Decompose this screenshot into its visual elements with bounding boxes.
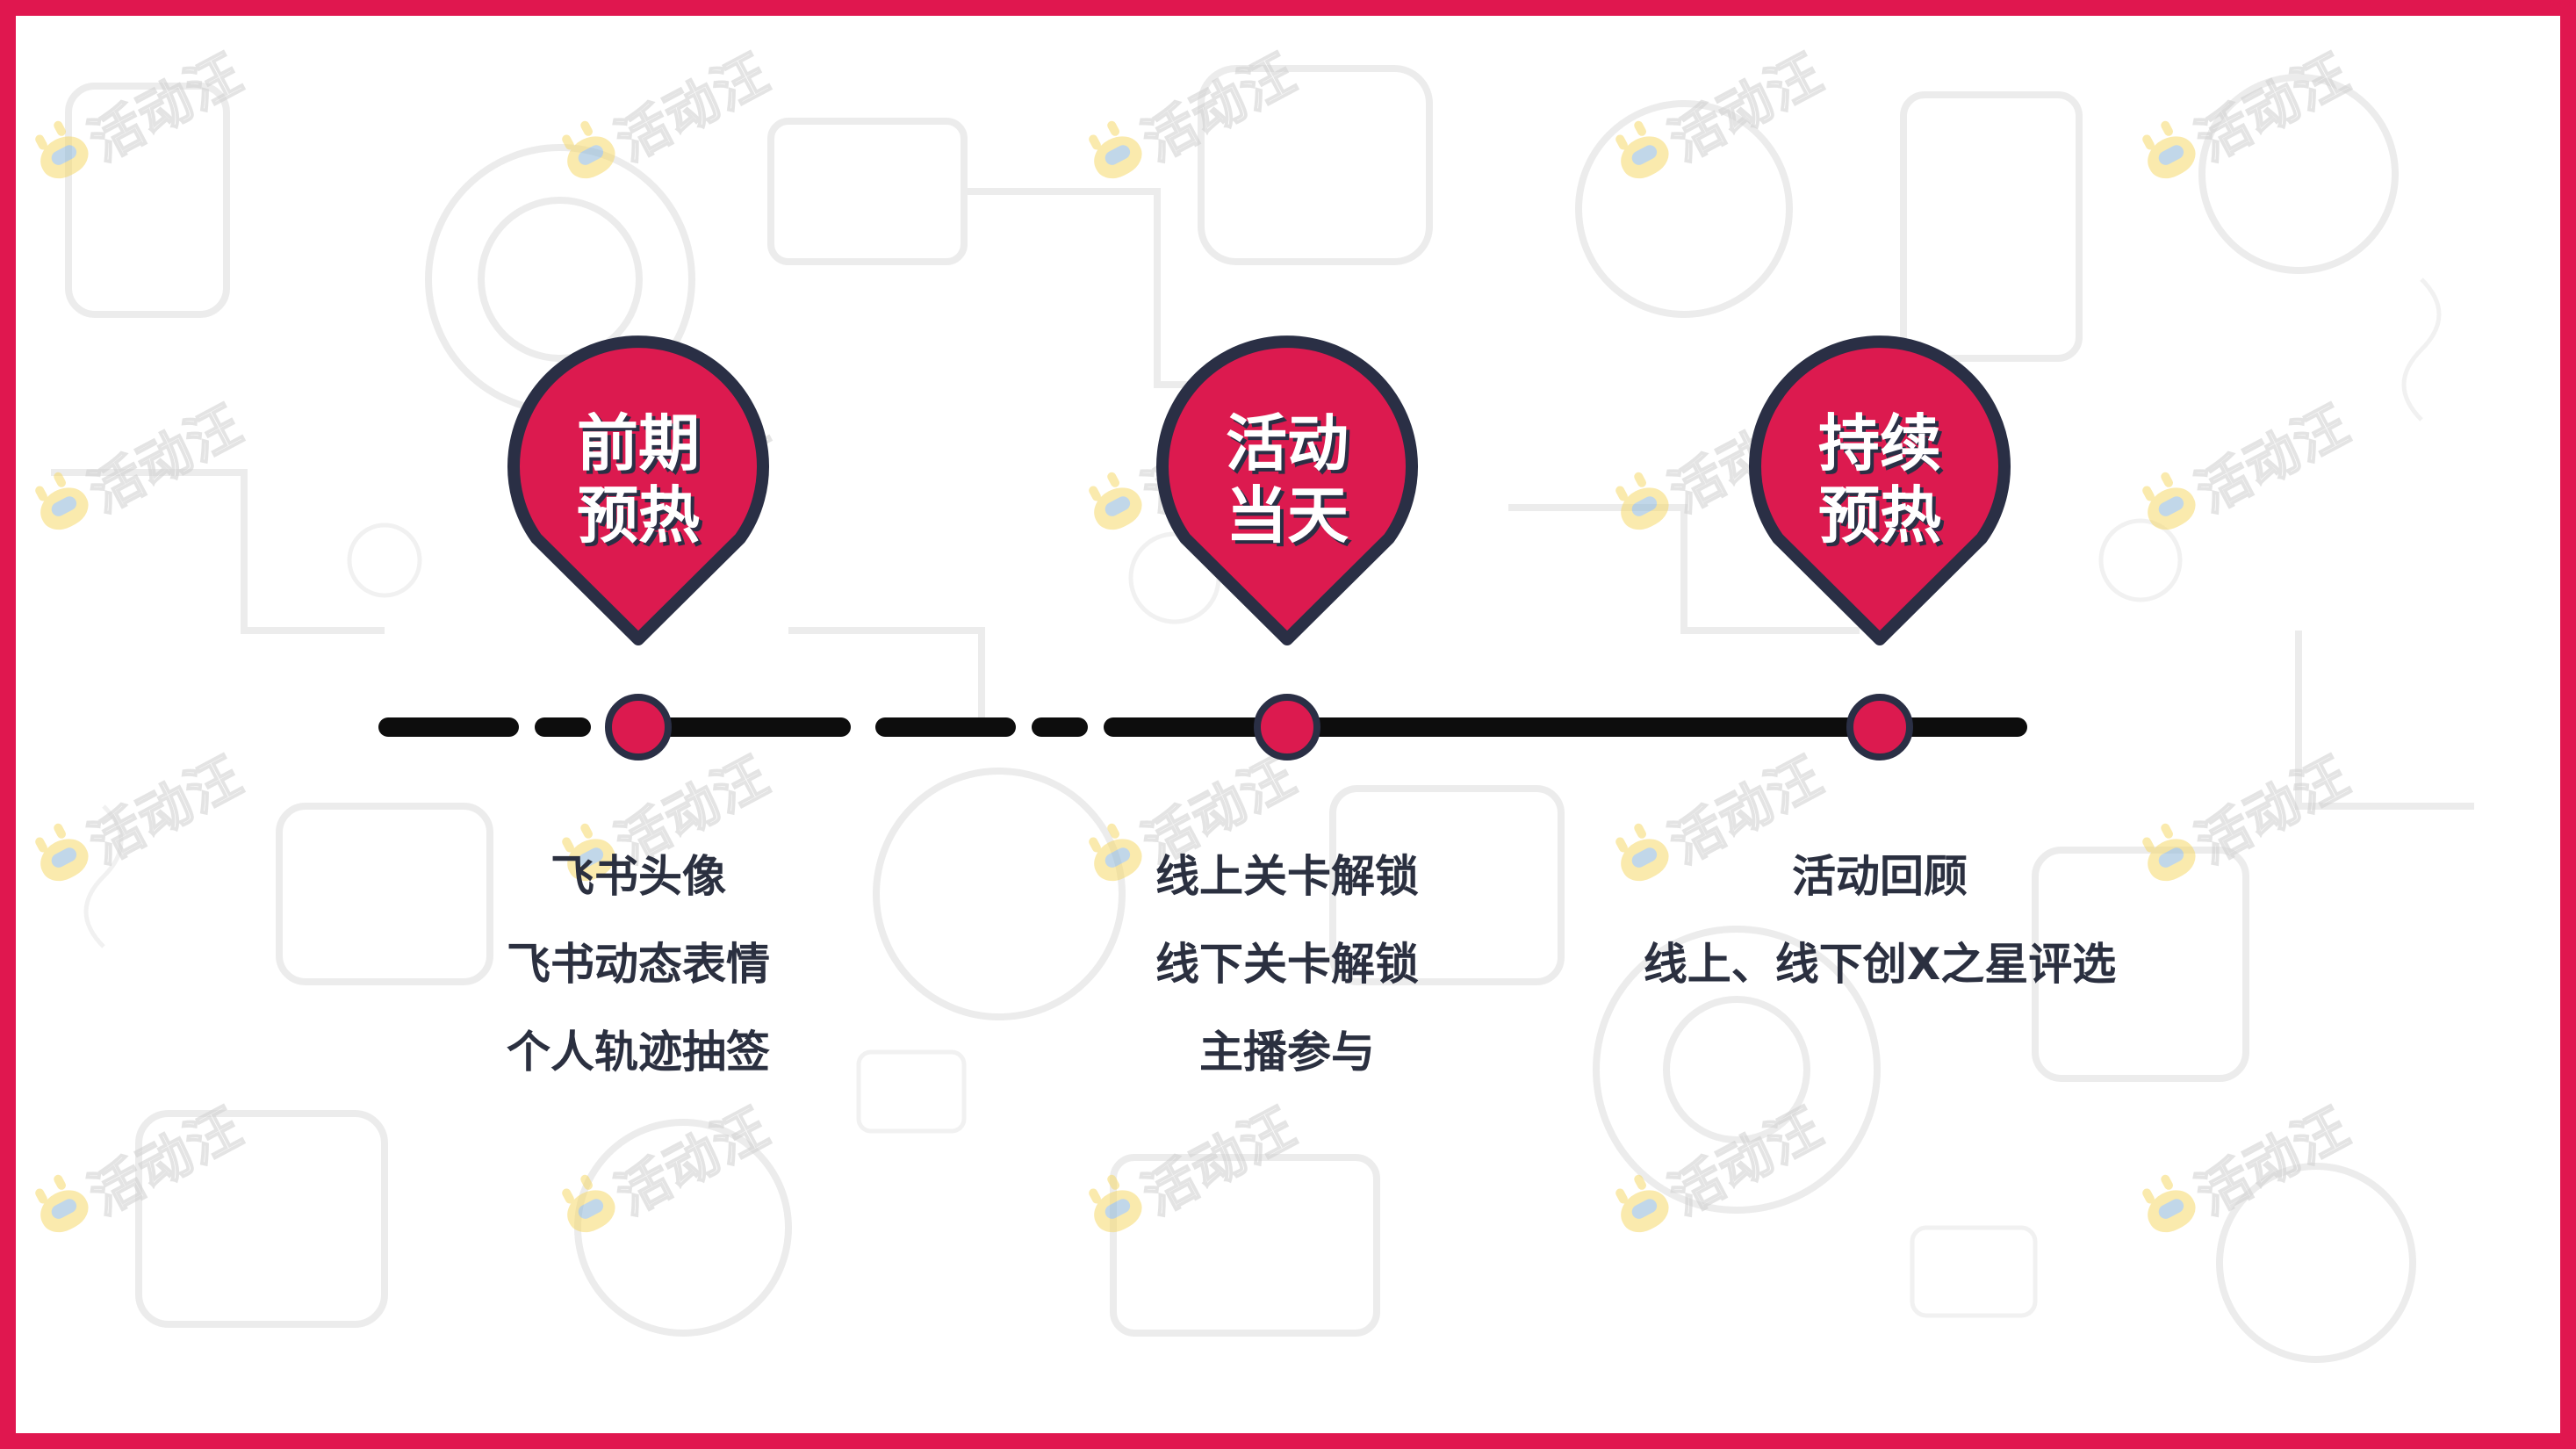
stage-items-day: 线上关卡解锁 线下关卡解锁 主播参与: [980, 833, 1594, 1096]
stage-title-line: 持续: [1818, 407, 1941, 479]
stage-item: 主播参与: [1199, 1027, 1375, 1078]
stage-pin-day: [1156, 335, 1418, 645]
stage-title-pre: 前期 预热: [533, 407, 744, 551]
stage-title-line: 预热: [577, 479, 700, 551]
timeline-node-after: [1846, 694, 1913, 761]
background-doodle-illustration: [51, 65, 2474, 1363]
stage-item: 个人轨迹抽签: [507, 1027, 770, 1078]
stage-items-pre: 飞书头像 飞书动态表情 个人轨迹抽签: [331, 833, 946, 1096]
stage-title-day: 活动 当天: [1182, 407, 1392, 551]
stage-title-after: 持续 预热: [1774, 407, 1985, 551]
stage-item: 活动回顾: [1792, 851, 1968, 902]
stage-title-line: 活动: [1226, 407, 1349, 479]
stage-item: 线上关卡解锁: [1155, 851, 1419, 902]
timeline-node-day: [1254, 694, 1320, 761]
stage-title-line: 当天: [1226, 479, 1349, 551]
stage-item: 飞书头像: [550, 851, 726, 902]
stage-title-line: 前期: [577, 407, 700, 479]
stage-items-after: 活动回顾 线上、线下创X之星评选: [1572, 833, 2187, 1008]
stage-item: 飞书动态表情: [507, 939, 770, 990]
stage-pin-pre: [507, 335, 769, 645]
timeline: [378, 335, 2027, 761]
stage-item: 线下关卡解锁: [1155, 939, 1419, 990]
stage-title-line: 预热: [1818, 479, 1941, 551]
stage-item: 线上、线下创X之星评选: [1643, 939, 2117, 990]
timeline-node-pre: [605, 694, 672, 761]
stage-pin-after: [1749, 335, 2011, 645]
